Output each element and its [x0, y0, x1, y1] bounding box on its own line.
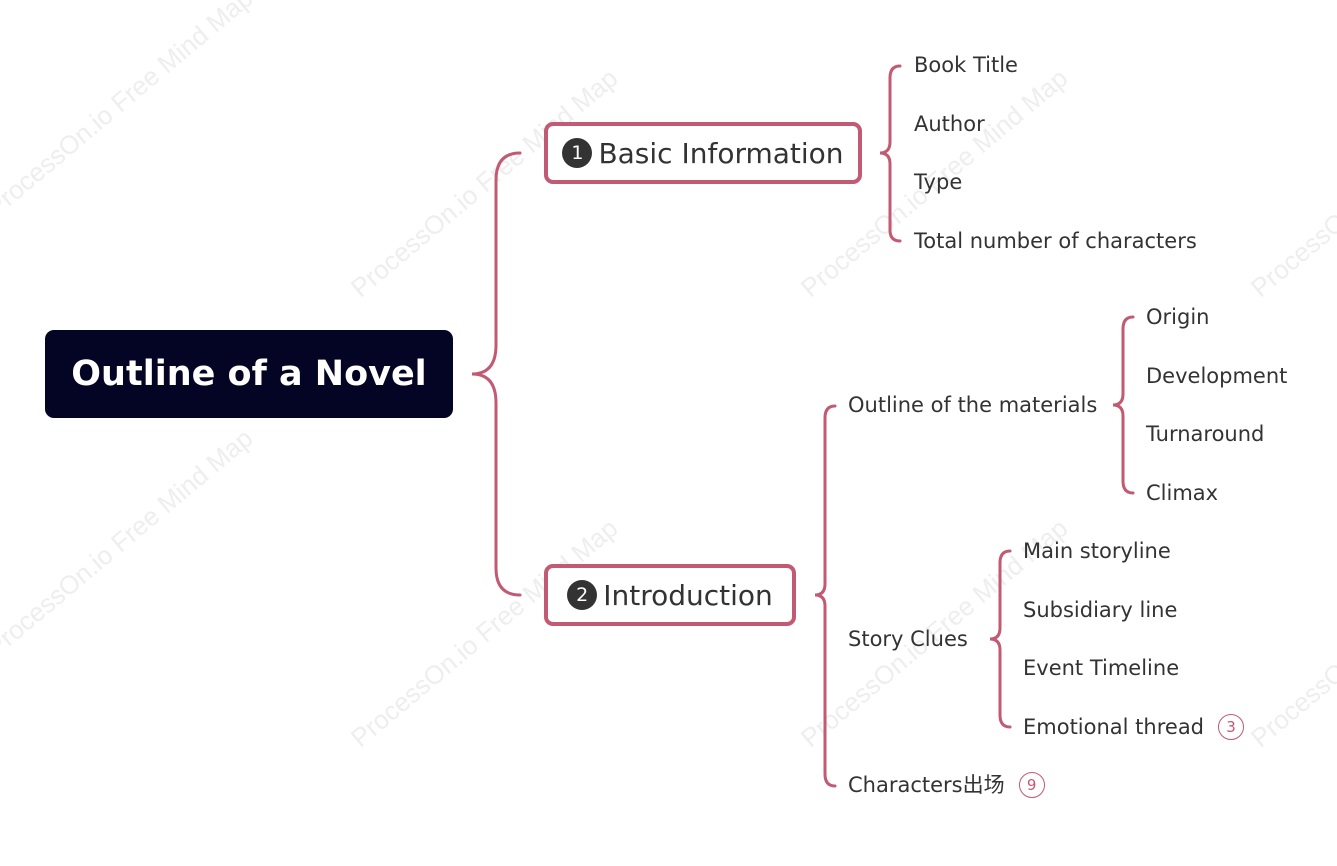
characters-node[interactable]: Characters出场 9: [848, 771, 1045, 799]
collapsed-count-badge[interactable]: 9: [1018, 772, 1045, 798]
root-brace: [471, 151, 522, 597]
materials-brace: [1112, 315, 1135, 495]
leaf-development[interactable]: Development: [1146, 364, 1288, 388]
emotional-thread-label: Emotional thread: [1023, 715, 1205, 739]
leaf-author[interactable]: Author: [914, 112, 985, 136]
leaf-book-title[interactable]: Book Title: [914, 53, 1018, 77]
leaf-type[interactable]: Type: [914, 170, 963, 194]
introduction-node[interactable]: 2 Introduction: [544, 564, 796, 626]
leaf-climax[interactable]: Climax: [1146, 481, 1219, 505]
story-clues-brace: [989, 549, 1012, 729]
leaf-main-storyline[interactable]: Main storyline: [1023, 539, 1171, 563]
number-badge: 1: [562, 138, 593, 168]
basic-information-node[interactable]: 1 Basic Information: [544, 122, 862, 184]
story-clues-node[interactable]: Story Clues: [848, 627, 968, 651]
root-label: Outline of a Novel: [71, 354, 427, 394]
basic-information-label: Basic Information: [598, 136, 844, 170]
leaf-subsidiary-line[interactable]: Subsidiary line: [1023, 598, 1178, 622]
leaf-origin[interactable]: Origin: [1146, 305, 1210, 329]
collapsed-count-badge[interactable]: 3: [1218, 714, 1245, 740]
leaf-turnaround[interactable]: Turnaround: [1146, 422, 1265, 446]
leaf-emotional-thread[interactable]: Emotional thread 3: [1023, 713, 1245, 741]
basic-info-brace: [879, 64, 902, 243]
outline-of-materials-node[interactable]: Outline of the materials: [848, 393, 1098, 417]
leaf-event-timeline[interactable]: Event Timeline: [1023, 656, 1180, 680]
leaf-total-characters[interactable]: Total number of characters: [914, 229, 1197, 253]
introduction-brace: [814, 404, 837, 788]
characters-label: Characters出场: [848, 773, 1005, 797]
introduction-label: Introduction: [603, 578, 773, 612]
root-node[interactable]: Outline of a Novel: [45, 330, 453, 418]
number-badge: 2: [567, 580, 598, 610]
